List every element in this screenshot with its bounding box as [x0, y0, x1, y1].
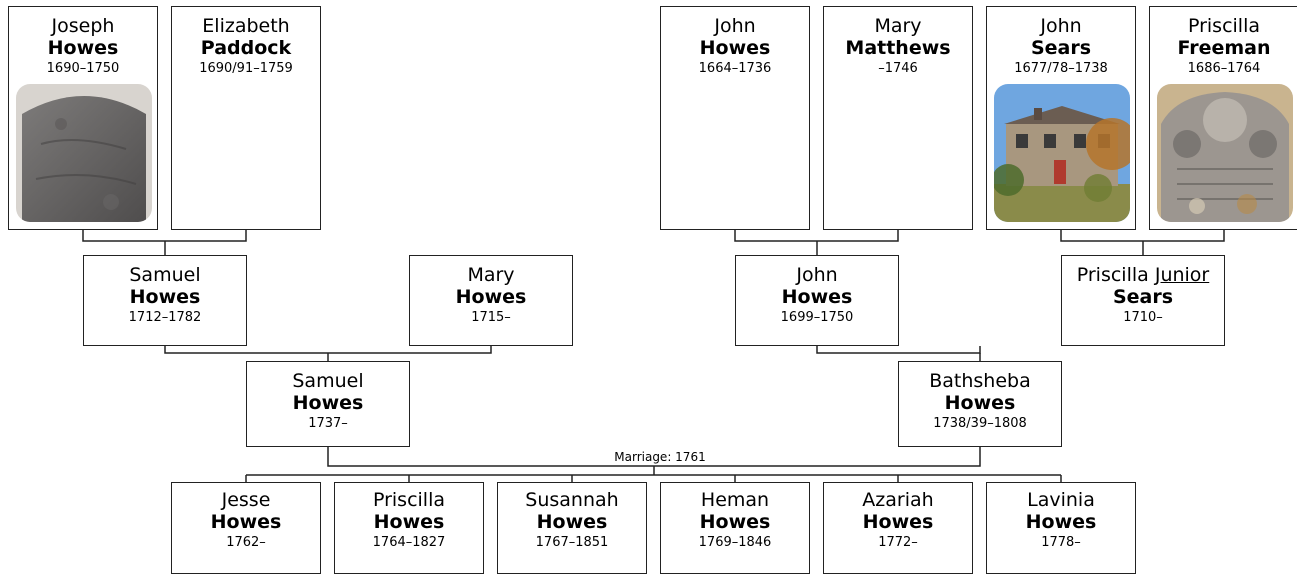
first-name: John — [1040, 15, 1082, 37]
last-name: Howes — [699, 37, 771, 59]
first-name: Heman — [700, 489, 770, 511]
first-name-line: Priscilla Junior — [1062, 264, 1224, 286]
person-card-john-sears[interactable]: John Sears 1677/78–1738 — [986, 6, 1136, 230]
person-card-samuel-howes-1712[interactable]: Samuel Howes 1712–1782 — [83, 255, 247, 346]
person-card-lavinia-howes[interactable]: Lavinia Howes 1778– — [986, 482, 1136, 574]
last-name: Howes — [536, 511, 608, 533]
house-photo[interactable] — [994, 84, 1130, 222]
person-card-priscilla-howes[interactable]: Priscilla Howes 1764–1827 — [334, 482, 484, 574]
person-card-bathsheba-howes[interactable]: Bathsheba Howes 1738/39–1808 — [898, 361, 1062, 447]
couple-connector — [164, 346, 492, 354]
last-name: Howes — [781, 286, 853, 308]
life-years: 1738/39–1808 — [933, 416, 1027, 431]
name-suffix: Junior — [1154, 264, 1210, 286]
first-name: Jesse — [221, 489, 271, 511]
first-name: Joseph — [51, 15, 115, 37]
person-card-john-howes-1664[interactable]: John Howes 1664–1736 — [660, 6, 810, 230]
last-name: Howes — [373, 511, 445, 533]
life-years: 1710– — [1123, 310, 1163, 325]
life-years: 1686–1764 — [1187, 61, 1261, 76]
last-name: Howes — [944, 392, 1016, 414]
gravestone-photo[interactable] — [16, 84, 152, 222]
first-name: Elizabeth — [202, 15, 290, 37]
last-name: Freeman — [1177, 37, 1271, 59]
life-years: 1690/91–1759 — [199, 61, 293, 76]
first-name: Lavinia — [1027, 489, 1095, 511]
life-years: 1699–1750 — [780, 310, 854, 325]
last-name: Howes — [292, 392, 364, 414]
person-card-azariah-howes[interactable]: Azariah Howes 1772– — [823, 482, 973, 574]
life-years: 1762– — [226, 535, 266, 550]
gravestone-photo[interactable] — [1157, 84, 1293, 222]
person-card-mary-howes[interactable]: Mary Howes 1715– — [409, 255, 573, 346]
first-name: John — [796, 264, 838, 286]
person-card-samuel-howes-1737[interactable]: Samuel Howes 1737– — [246, 361, 410, 447]
life-years: 1664–1736 — [698, 61, 772, 76]
life-years: –1746 — [878, 61, 918, 76]
last-name: Howes — [699, 511, 771, 533]
couple-connector — [1060, 230, 1225, 242]
first-name: John — [714, 15, 756, 37]
last-name: Matthews — [845, 37, 951, 59]
person-card-susannah-howes[interactable]: Susannah Howes 1767–1851 — [497, 482, 647, 574]
last-name: Sears — [1030, 37, 1092, 59]
life-years: 1737– — [308, 416, 348, 431]
life-years: 1715– — [471, 310, 511, 325]
couple-connector — [816, 346, 981, 354]
first-name: Mary — [467, 264, 515, 286]
life-years: 1690–1750 — [46, 61, 120, 76]
person-card-priscilla-sears[interactable]: Priscilla Junior Sears 1710– — [1061, 255, 1225, 346]
last-name: Howes — [1025, 511, 1097, 533]
last-name: Paddock — [200, 37, 292, 59]
person-card-jesse-howes[interactable]: Jesse Howes 1762– — [171, 482, 321, 574]
first-name: Bathsheba — [929, 370, 1031, 392]
life-years: 1764–1827 — [372, 535, 446, 550]
first-name: Susannah — [525, 489, 619, 511]
first-name: Priscilla — [1076, 264, 1149, 286]
couple-connector — [82, 230, 247, 242]
last-name: Howes — [210, 511, 282, 533]
life-years: 1778– — [1041, 535, 1081, 550]
last-name: Howes — [862, 511, 934, 533]
last-name: Howes — [47, 37, 119, 59]
life-years: 1772– — [878, 535, 918, 550]
marriage-label: Marriage: 1761 — [590, 450, 730, 464]
last-name: Howes — [129, 286, 201, 308]
person-card-john-howes-1699[interactable]: John Howes 1699–1750 — [735, 255, 899, 346]
person-card-heman-howes[interactable]: Heman Howes 1769–1846 — [660, 482, 810, 574]
last-name: Howes — [455, 286, 527, 308]
life-years: 1712–1782 — [128, 310, 202, 325]
person-card-elizabeth-paddock[interactable]: Elizabeth Paddock 1690/91–1759 — [171, 6, 321, 230]
last-name: Sears — [1112, 286, 1174, 308]
person-card-mary-matthews[interactable]: Mary Matthews –1746 — [823, 6, 973, 230]
first-name: Azariah — [862, 489, 934, 511]
first-name: Samuel — [292, 370, 364, 392]
life-years: 1767–1851 — [535, 535, 609, 550]
person-card-priscilla-freeman[interactable]: Priscilla Freeman 1686–1764 — [1149, 6, 1297, 230]
first-name: Priscilla — [1187, 15, 1261, 37]
person-card-joseph-howes[interactable]: Joseph Howes 1690–1750 — [8, 6, 158, 230]
life-years: 1769–1846 — [698, 535, 772, 550]
couple-connector — [734, 230, 899, 242]
first-name: Mary — [874, 15, 922, 37]
life-years: 1677/78–1738 — [1014, 61, 1108, 76]
first-name: Samuel — [129, 264, 201, 286]
first-name: Priscilla — [372, 489, 446, 511]
